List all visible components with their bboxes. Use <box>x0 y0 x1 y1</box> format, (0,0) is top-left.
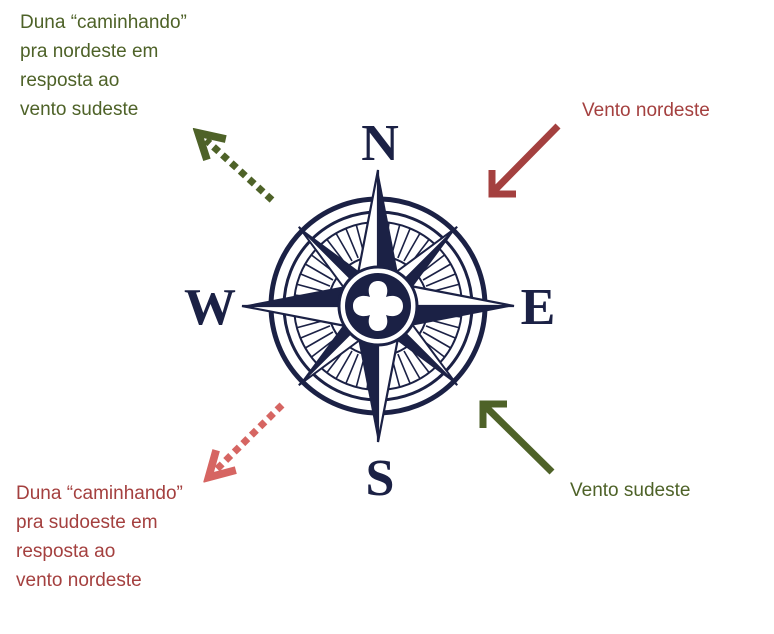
compass-ring-spoke <box>425 325 456 339</box>
wind-southeast-label-text: Vento sudeste <box>570 480 691 501</box>
dune-northeast-label-line: pra nordeste em <box>20 41 159 62</box>
dune-northeast-label-line: resposta ao <box>20 70 120 91</box>
wind-northeast-arrow <box>489 123 561 196</box>
wind-southeast-arrowhead <box>479 400 507 428</box>
wind-northeast-label-text: Vento nordeste <box>582 100 710 121</box>
compass-ring-spoke <box>345 353 359 384</box>
wind-northeast-label: Vento nordeste <box>582 96 710 125</box>
wind-southeast-label: Vento sudeste <box>570 476 690 505</box>
wind-northeast-arrowhead <box>488 170 516 198</box>
compass-ring-spoke <box>422 331 452 349</box>
compass-center-cross-icon <box>353 281 403 331</box>
compass-ring-spoke <box>300 325 331 339</box>
compass-ring-spoke <box>397 228 411 259</box>
compass-ring-spoke <box>335 232 353 262</box>
compass-letter-north: N <box>361 115 399 172</box>
compass-letter-east: E <box>521 279 556 336</box>
compass-ring-spoke <box>397 353 411 384</box>
compass-ring-spoke <box>403 350 421 380</box>
compass-ring-spoke <box>300 273 331 287</box>
dune-northwest-dotted-arrow <box>206 140 275 203</box>
dune-northeast-label: Duna “caminhando” pra nordeste em respos… <box>20 8 187 124</box>
dune-southwest-label-line: Duna “caminhando” <box>16 483 183 504</box>
wind-southeast-arrow <box>480 401 555 475</box>
dune-southwest-label-line: resposta ao <box>16 541 116 562</box>
compass-ring-spoke <box>304 331 334 349</box>
dune-northeast-label-line: vento sudeste <box>20 99 139 120</box>
compass-ring-spoke <box>304 263 334 281</box>
dune-southwest-label-line: pra sudoeste em <box>16 512 158 533</box>
dune-southwest-dotted-arrow <box>216 402 285 470</box>
compass-ring-spoke <box>425 273 456 287</box>
compass-ring-spoke <box>403 232 421 262</box>
compass-letter-west: W <box>184 279 236 336</box>
compass-ring-spoke <box>422 263 452 281</box>
dune-southwest-label-line: vento nordeste <box>16 570 142 591</box>
compass-ring-spoke <box>345 228 359 259</box>
dune-southwest-label: Duna “caminhando” pra sudoeste em respos… <box>16 479 183 595</box>
compass-letter-south: S <box>366 450 395 507</box>
dune-northeast-label-line: Duna “caminhando” <box>20 12 187 33</box>
compass-rose-icon <box>241 169 515 443</box>
compass-ring-spoke <box>335 350 353 380</box>
